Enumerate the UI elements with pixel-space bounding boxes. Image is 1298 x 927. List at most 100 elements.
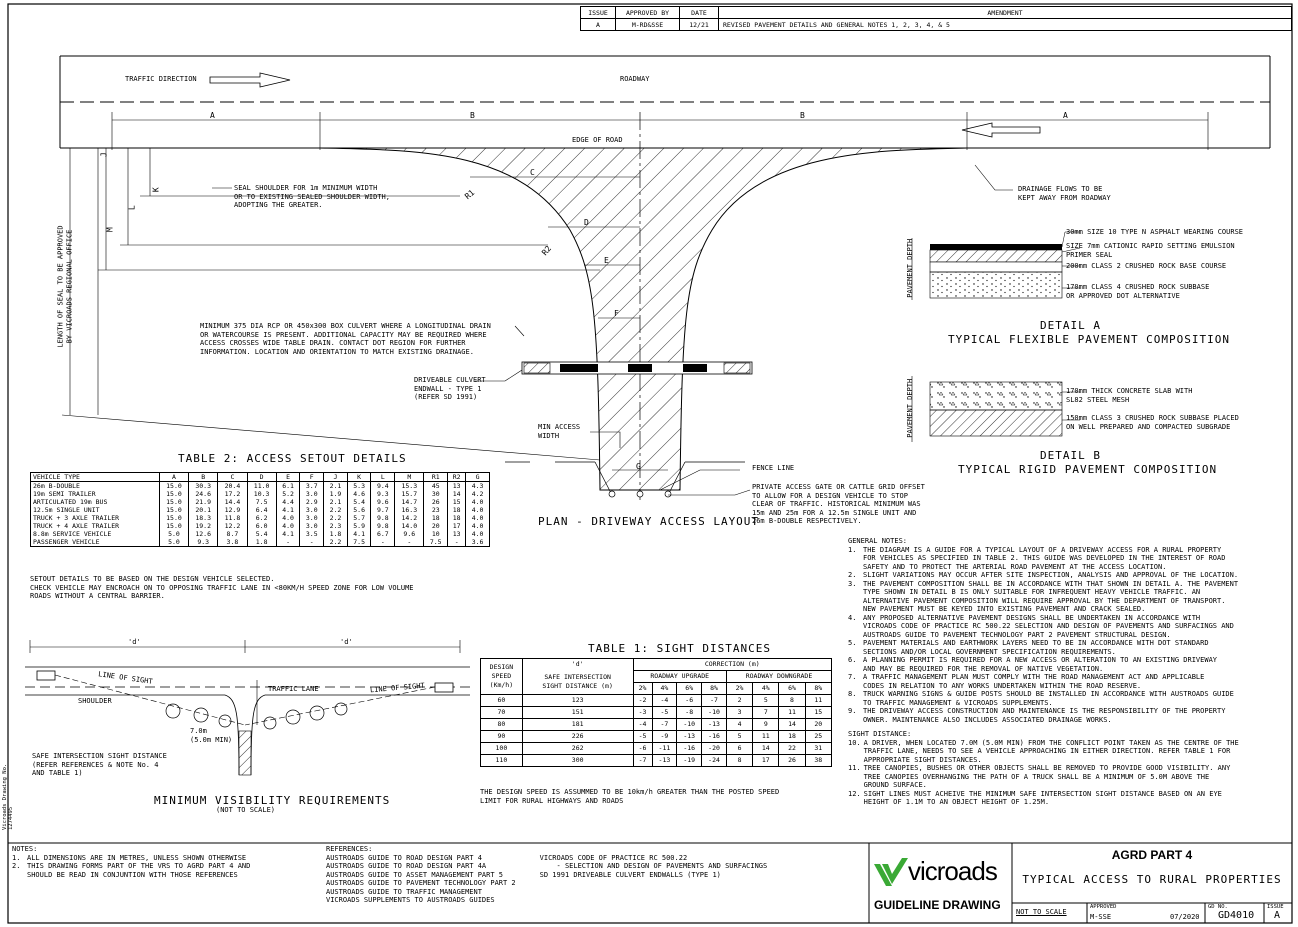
references-heading: REFERENCES: <box>326 845 373 853</box>
table2-cell: TRUCK + 4 AXLE TRAILER <box>30 522 160 530</box>
table1-cell: 5 <box>752 694 780 707</box>
table1-cell: 9 <box>752 718 780 731</box>
table1-sight-distances: DESIGN SPEED (Km/h) 'd' CORRECTION (m) S… <box>480 658 833 767</box>
detail-a-layer-4: 170mm CLASS 4 CRUSHED ROCK SUBBASE OR AP… <box>1066 283 1210 300</box>
table2-cell: 4.0 <box>275 514 301 522</box>
table2-cell: 7.5 <box>423 538 449 547</box>
list-item: 9.THE DRIVEWAY ACCESS CONSTRUCTION AND M… <box>848 707 1288 724</box>
table1-cell: 3 <box>725 706 754 719</box>
fence-line-label: FENCE LINE <box>752 464 795 472</box>
table1-cell: 38 <box>804 754 833 767</box>
table2-cell: - <box>299 538 325 547</box>
table2-cell: PASSENGER VEHICLE <box>30 538 160 547</box>
table2-cell: 3.6 <box>465 538 490 547</box>
table2-cell: 3.0 <box>299 490 325 498</box>
table2-cell: 26m B-DOUBLE <box>30 481 160 490</box>
table1-cell: -10 <box>701 706 727 719</box>
table2-cell: 4.0 <box>465 522 490 530</box>
list-item: 1.THE DIAGRAM IS A GUIDE FOR A TYPICAL L… <box>848 546 1288 572</box>
traffic-arrow-left-icon <box>961 122 1041 138</box>
table2-cell: 4.2 <box>465 490 490 498</box>
table2-header: J <box>323 472 348 482</box>
visibility-title: MINIMUM VISIBILITY REQUIREMENTS <box>154 794 391 807</box>
table2-cell: TRUCK + 3 AXLE TRAILER <box>30 514 160 522</box>
table1-cell: 20 <box>804 718 833 731</box>
table1-cell: -6 <box>632 742 653 755</box>
table1-cell: -13 <box>676 730 703 743</box>
table2-cell: 1.8 <box>246 538 277 547</box>
table1-cell: -6 <box>676 694 703 707</box>
table2-header: M <box>394 472 425 482</box>
list-item: 6.A PLANNING PERMIT IS REQUIRED FOR A NE… <box>848 656 1288 673</box>
table2-cell: 15.0 <box>158 522 190 530</box>
table1-grade: 4% <box>752 682 780 695</box>
table2-cell: 6.2 <box>246 514 277 522</box>
table1-cell: 70 <box>480 706 523 719</box>
table2-cell: 12.6 <box>188 530 219 538</box>
dim-j: J <box>99 152 109 158</box>
table1-cell: 15 <box>804 706 833 719</box>
table1-cell: -24 <box>701 754 727 767</box>
table2-cell: 1.8 <box>323 530 348 538</box>
table2-cell: 19m SEMI TRAILER <box>30 490 160 498</box>
table1-cell: -7 <box>632 754 653 767</box>
table1-cell: 22 <box>778 742 806 755</box>
reference-item: VICROADS CODE OF PRACTICE RC 500.22 <box>539 853 688 862</box>
table2-cell: 5.7 <box>346 514 372 522</box>
culvert-note: MINIMUM 375 DIA RCP OR 450x300 BOX CULVE… <box>200 322 491 356</box>
table1-cell: -13 <box>701 718 727 731</box>
vicroads-logo: vicroads <box>872 852 1010 892</box>
table2-cell: 6.7 <box>370 530 396 538</box>
issue-label: ISSUE <box>1267 904 1284 910</box>
table2-cell: 18.3 <box>188 514 219 522</box>
table2-header: B <box>188 472 219 482</box>
table2-header: C <box>217 472 248 482</box>
table1-cell: 262 <box>521 742 634 755</box>
table1-cell: -4 <box>651 694 678 707</box>
table2-header: G <box>465 472 490 482</box>
min-access-label: MIN ACCESS WIDTH <box>538 423 581 440</box>
table2-header: R2 <box>447 472 467 482</box>
table1-cell: -16 <box>676 742 703 755</box>
title-sub: TYPICAL ACCESS TO RURAL PROPERTIES <box>1022 873 1282 886</box>
table2-cell: 20.4 <box>217 481 248 490</box>
table2-cell: 16.3 <box>394 506 425 514</box>
table2-cell: 14.4 <box>217 498 248 506</box>
table2-cell: 5.6 <box>346 506 372 514</box>
table1-cell: -4 <box>632 718 653 731</box>
note-number: 2. <box>848 571 857 579</box>
visibility-d-left: 'd' <box>128 638 141 646</box>
table2-cell: 3.0 <box>299 522 325 530</box>
table2-cell: 14.0 <box>394 522 425 530</box>
table2-cell: 6.0 <box>246 522 277 530</box>
note-number: 6. <box>848 656 857 664</box>
note-text: THE PAVEMENT COMPOSITION SHALL BE IN ACC… <box>863 579 1239 614</box>
table2-cell: 11.0 <box>246 481 277 490</box>
table1-grade: 8% <box>804 682 833 695</box>
visibility-d-right: 'd' <box>340 638 353 646</box>
reference-item: AUSTROADS GUIDE TO ROAD DESIGN PART 4A <box>326 862 487 870</box>
table1-header-speed: DESIGN SPEED (Km/h) <box>480 658 523 695</box>
table2-cell: 24.6 <box>188 490 219 498</box>
note-text: TREE CANOPIES, BUSHES OR OTHER OBJECTS S… <box>863 764 1231 789</box>
table2-header: L <box>370 472 396 482</box>
table2-cell: 4.0 <box>465 530 490 538</box>
length-of-seal-label: LENGTH OF SEAL TO BE APPROVED BY VICROAD… <box>56 225 74 348</box>
reference-item: AUSTROADS GUIDE TO ROAD DESIGN PART 4 <box>326 853 482 862</box>
vicroads-tick-icon <box>874 858 908 886</box>
list-item: 1.ALL DIMENSIONS ARE IN METRES, UNLESS S… <box>12 854 312 863</box>
note-text: A TRAFFIC MANAGEMENT PLAN MUST COMPLY WI… <box>863 673 1205 690</box>
table2-cell: 9.6 <box>394 530 425 538</box>
table2-cell: 9.8 <box>370 514 396 522</box>
plan-title: PLAN - DRIVEWAY ACCESS LAYOUT <box>538 515 760 528</box>
note-text: TRUCK WARNING SIGNS & GUIDE POSTS SHOULD… <box>863 690 1234 707</box>
list-item: 8.TRUCK WARNING SIGNS & GUIDE POSTS SHOU… <box>848 690 1288 707</box>
reference-item: AUSTROADS GUIDE TO TRAFFIC MANAGEMENT <box>326 887 482 896</box>
detail-b-layer-1: 170mm THICK CONCRETE SLAB WITH SL82 STEE… <box>1066 387 1193 404</box>
table2-cell: 5.0 <box>158 530 190 538</box>
table1-cell: 300 <box>521 754 634 767</box>
table2-cell: 26 <box>423 498 449 506</box>
